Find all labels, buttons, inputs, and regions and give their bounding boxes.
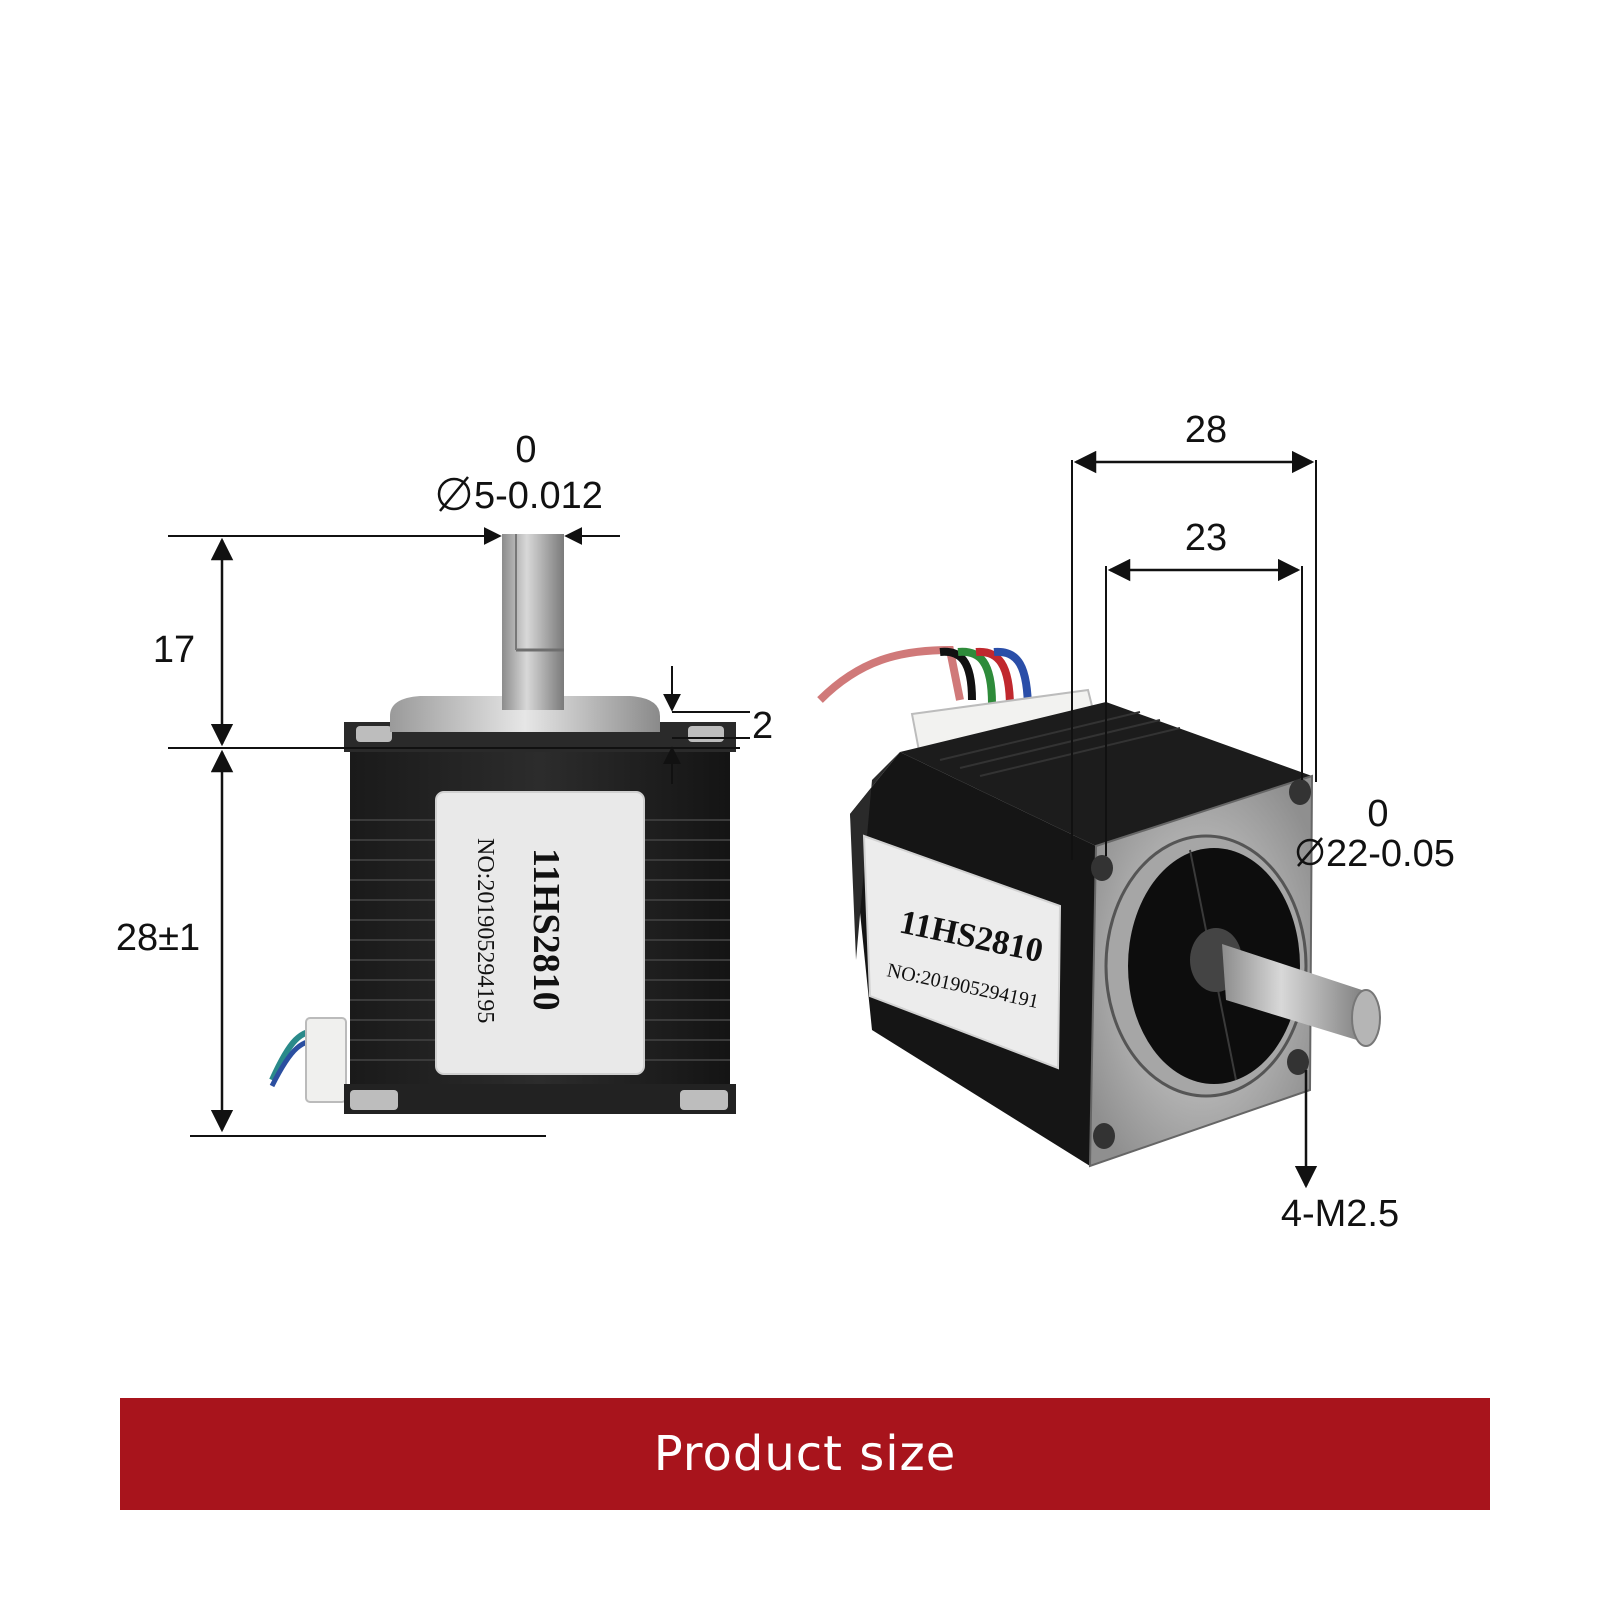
mount-hole-tl — [1091, 855, 1113, 881]
thread-spec-text: 4-M2.5 — [1281, 1193, 1399, 1235]
mount-hole-tr — [1289, 779, 1311, 805]
label-model-text: 11HS2810 — [525, 848, 567, 1011]
shaft — [502, 534, 564, 710]
front-dimensions: 0 5-0.012 17 2 28±1 — [116, 429, 773, 1137]
boss-tolerance-upper: 0 — [1367, 793, 1388, 835]
label-serial-text: NO:201905294195 — [472, 838, 498, 1023]
shaft-diameter-text: 5-0.012 — [474, 475, 603, 517]
mount-hole-br — [1287, 1049, 1309, 1075]
front-motor: 11HS2810 NO:201905294195 — [269, 534, 736, 1114]
frame-width-text: 28 — [1185, 409, 1227, 451]
shaft-length-text: 17 — [153, 629, 195, 671]
iso-motor-label — [862, 834, 1062, 1070]
hole-spacing-text: 23 — [1185, 517, 1227, 559]
body-length-text: 28±1 — [116, 917, 200, 959]
product-size-banner: Product size — [120, 1398, 1490, 1510]
iso-dimensions: 28 23 0 22-0.05 4-M2.5 — [1071, 409, 1455, 1235]
diameter-symbol — [437, 476, 471, 512]
iso-diameter-symbol — [1296, 837, 1324, 867]
motor-label — [435, 791, 645, 1075]
boss-height-text: 2 — [752, 705, 773, 747]
shaft-tolerance-upper: 0 — [515, 429, 536, 471]
boss-diameter-text: 22-0.05 — [1326, 833, 1455, 875]
connector — [305, 1017, 347, 1103]
flange-boss — [390, 696, 660, 732]
iso-motor: 11HS2810 NO:201905294191 — [817, 645, 1381, 1168]
iso-shaft — [1222, 944, 1370, 1044]
mount-hole-bl — [1093, 1123, 1115, 1149]
banner-title: Product size — [653, 1426, 957, 1482]
